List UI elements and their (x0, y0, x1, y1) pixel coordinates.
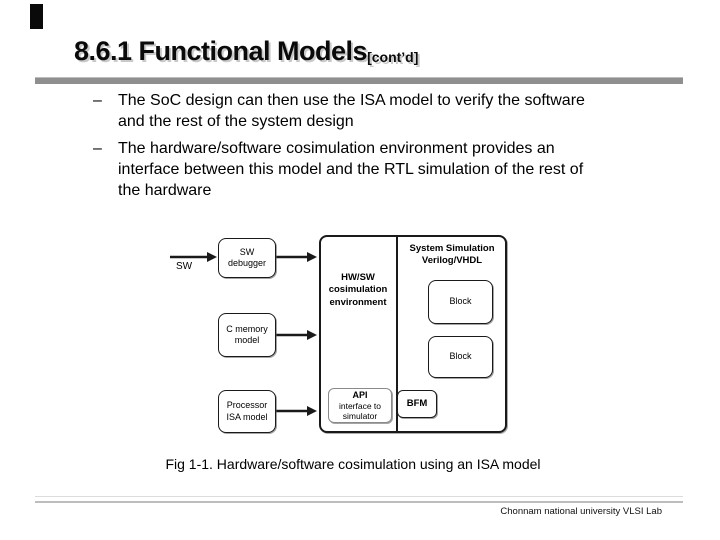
bullet-marker: – (93, 92, 102, 109)
bullet-line: the hardware (118, 182, 212, 199)
bullet-line: The hardware/software cosimulation envir… (118, 140, 555, 157)
api-interface-title: API (352, 389, 368, 400)
footer-rule-light (35, 496, 683, 497)
bullet-marker: – (93, 140, 102, 157)
bullet-item: – The SoC design can then use the ISA mo… (93, 90, 585, 132)
bullet-text: The hardware/software cosimulation envir… (118, 138, 583, 201)
block-box-1: Block (428, 280, 493, 324)
page-title: 8.6.1 Functional Models[cont’d] (74, 36, 418, 67)
bfm-box: BFM (397, 390, 437, 418)
footer-text: Chonnam national university VLSI Lab (500, 506, 662, 517)
bullet-line: interface between this model and the RTL… (118, 161, 584, 178)
system-simulation-label: System Simulation Verilog/VHDL (398, 243, 506, 267)
sw-input-label: SW (176, 261, 193, 272)
bullet-line: and the rest of the system design (118, 113, 354, 130)
bullet-item: – The hardware/software cosimulation env… (93, 138, 585, 201)
arrow-processor-to-cosim (276, 406, 317, 416)
system-simulation-title: System Simulation (409, 243, 495, 254)
bullet-text: The SoC design can then use the ISA mode… (118, 90, 585, 132)
sw-debugger-box: SW debugger (218, 238, 276, 278)
processor-isa-model-box: Processor ISA model (218, 390, 276, 433)
api-interface-body: interface to simulator (338, 400, 382, 421)
arrow-memory-to-cosim (276, 330, 317, 340)
bullet-line: The SoC design can then use the ISA mode… (118, 92, 585, 109)
cosim-environment-label: HW/SW cosimulation environment (328, 272, 388, 308)
block-box-2: Block (428, 336, 493, 378)
bullet-list: – The SoC design can then use the ISA mo… (93, 90, 585, 207)
footer-rule (35, 501, 683, 503)
api-interface-box: API interface to simulator (328, 388, 392, 423)
title-rule (35, 77, 683, 84)
page-title-suffix: [cont’d] (367, 49, 419, 65)
cosim-divider-line (396, 237, 398, 431)
arrow-debugger-to-cosim (276, 252, 317, 262)
figure-caption: Fig 1-1. Hardware/software cosimulation … (165, 456, 541, 472)
system-simulation-subtitle: Verilog/VHDL (421, 254, 483, 266)
corner-mark (30, 4, 43, 29)
c-memory-model-box: C memory model (218, 313, 276, 357)
page-title-text: 8.6.1 Functional Models (74, 36, 368, 66)
